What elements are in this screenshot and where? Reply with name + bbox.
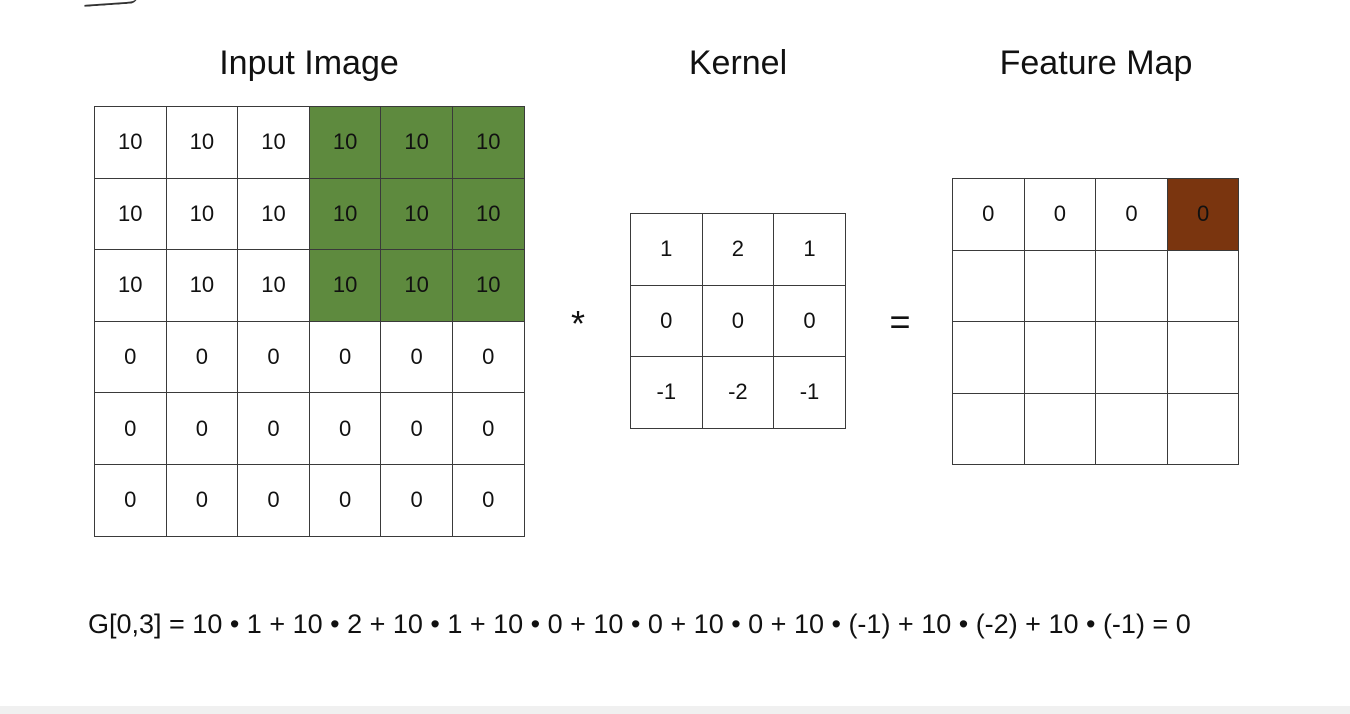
feature-cell [1024,322,1097,394]
kernel-cell: 1 [774,214,846,286]
feature-cell: 0 [1024,179,1097,251]
input-cell: 0 [166,393,239,465]
feature-cell: 0 [953,179,1025,251]
input-cell: 10 [95,250,167,322]
input-cell: 10 [238,178,310,251]
input-cell: 0 [381,393,453,465]
kernel-cell: 2 [702,214,775,286]
input-cell: 10 [166,250,239,322]
input-cell: 10 [452,107,525,179]
feature-cell [1167,250,1240,323]
corner-stroke-mark [83,0,139,7]
kernel-cell: -1 [631,357,703,429]
input-cell: 0 [452,464,525,537]
convolution-operator: * [570,303,586,344]
input-cell: 0 [452,321,525,394]
feature-cell [1024,250,1097,323]
input-cell: 10 [309,250,382,322]
feature-cell [1167,322,1240,394]
input-cell: 10 [95,107,167,179]
input-cell: 0 [309,393,382,465]
input-cell: 10 [309,178,382,251]
feature-cell [953,393,1025,466]
feature-cell [953,322,1025,394]
feature-cell [1096,393,1168,466]
kernel-cell: 0 [631,285,703,358]
input-cell: 10 [381,107,453,179]
input-cell: 0 [166,464,239,537]
input-cell: 10 [166,107,239,179]
convolution-formula: G[0,3] = 10 • 1 + 10 • 2 + 10 • 1 + 10 •… [88,609,1191,639]
input-cell: 10 [381,250,453,322]
input-cell: 10 [381,178,453,251]
feature-cell [1024,393,1097,466]
feature-cell: 0 [1167,179,1240,251]
bottom-divider [0,706,1350,714]
kernel-title: Kernel [688,44,788,82]
input-cell: 0 [166,321,239,394]
input-cell: 0 [238,464,310,537]
input-cell: 10 [452,250,525,322]
feature-cell: 0 [1096,179,1168,251]
kernel-cell: 1 [631,214,703,286]
input-cell: 0 [309,464,382,537]
input-cell: 0 [95,393,167,465]
kernel-cell: 0 [774,285,846,358]
input-cell: 10 [95,178,167,251]
feature-cell [953,250,1025,323]
input-cell: 10 [309,107,382,179]
input-cell: 0 [381,321,453,394]
input-cell: 0 [95,321,167,394]
input-cell: 0 [452,393,525,465]
input-cell: 0 [381,464,453,537]
input-cell: 10 [238,107,310,179]
feature-cell [1096,322,1168,394]
input-cell: 0 [238,321,310,394]
feature-cell [1096,250,1168,323]
kernel-cell: -1 [774,357,846,429]
input-cell: 0 [238,393,310,465]
input-cell: 10 [452,178,525,251]
input-image-title: Input Image [219,44,399,82]
input-cell: 10 [166,178,239,251]
equals-operator: = [889,301,911,342]
input-cell: 10 [238,250,310,322]
feature-map-title: Feature Map [999,44,1193,82]
input-cell: 0 [309,321,382,394]
kernel-cell: -2 [702,357,775,429]
kernel-cell: 0 [702,285,775,358]
feature-cell [1167,393,1240,466]
input-cell: 0 [95,464,167,537]
